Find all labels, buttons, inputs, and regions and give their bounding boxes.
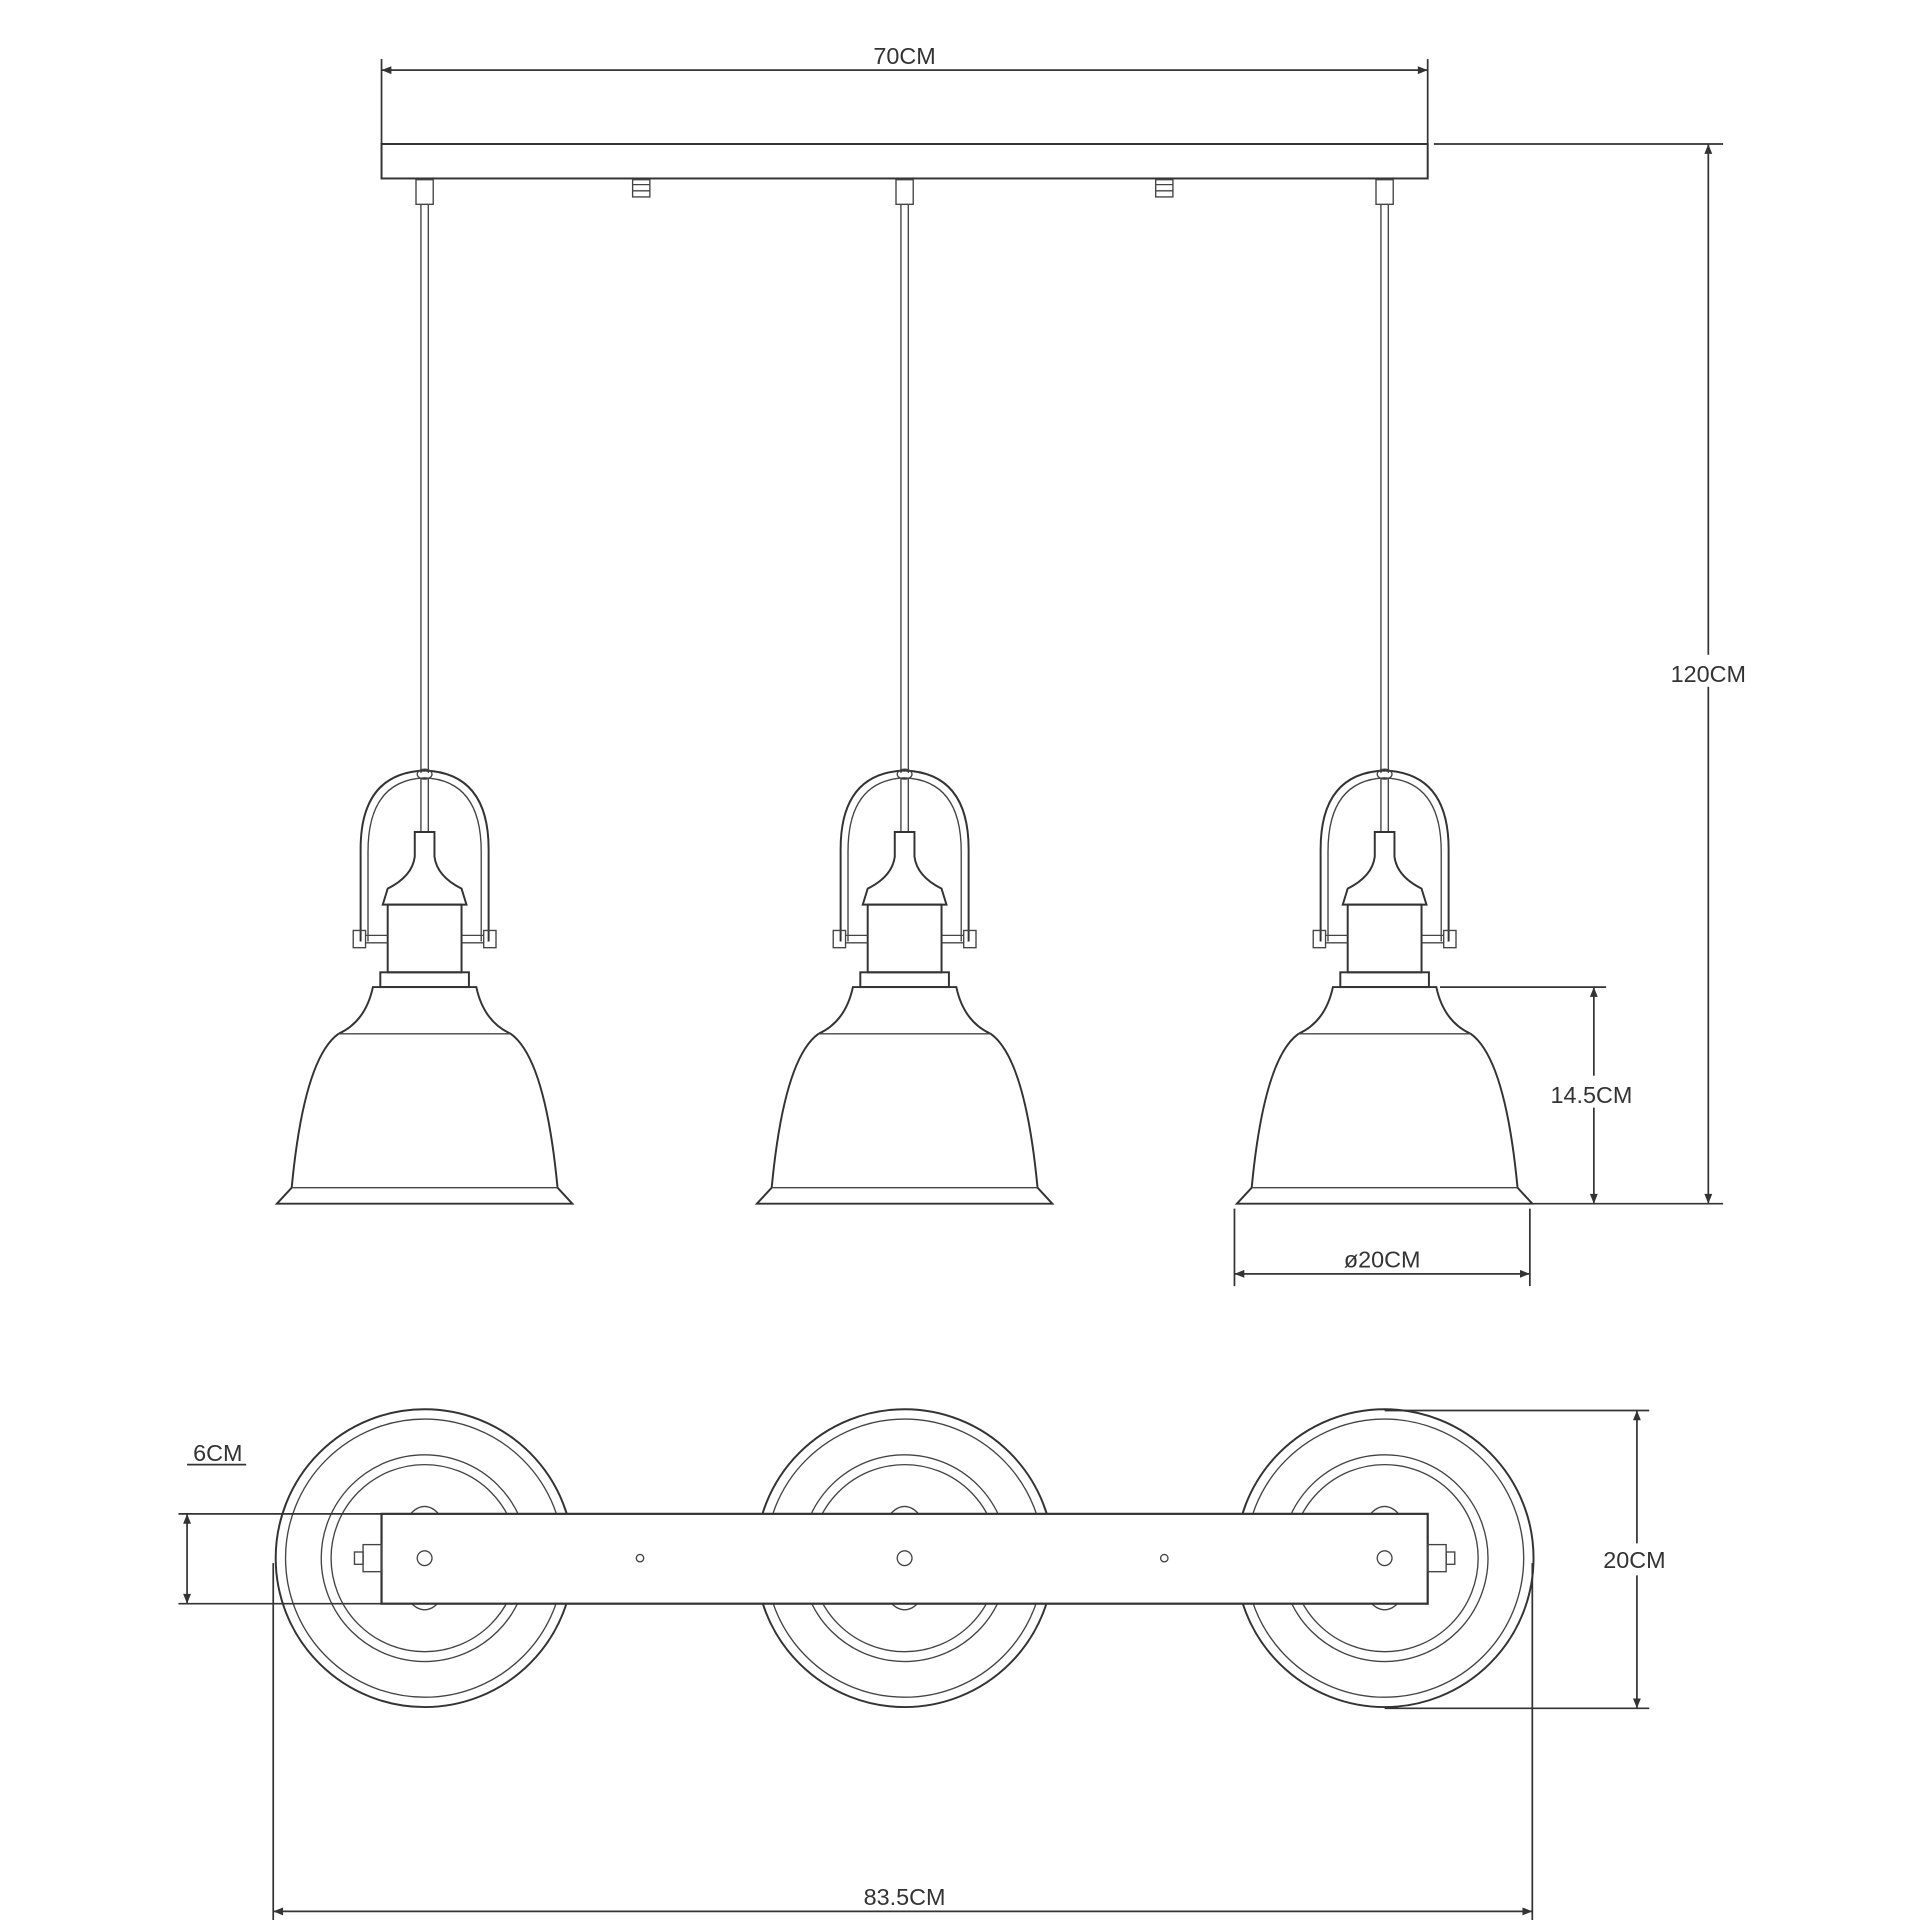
bracket: [359, 769, 490, 942]
lamp-cap: [861, 831, 948, 906]
end-cap-right: [1427, 1543, 1456, 1573]
pendant-lamp: [1234, 179, 1535, 1205]
bracket: [839, 769, 970, 942]
lamp-cap: [1341, 831, 1428, 906]
lamp-shade: [274, 986, 575, 1205]
mount-hole: [896, 1550, 913, 1567]
dimension-label: 83.5CM: [864, 1884, 946, 1910]
dimension-label: 6CM: [193, 1440, 242, 1466]
dimension-shade-height: 14.5CM: [1440, 986, 1650, 1204]
dimension-canopy-width: 6CM: [178, 1440, 382, 1605]
dimension-top-depth: 20CM: [1384, 1409, 1680, 1710]
mount-hole: [416, 1550, 433, 1567]
dimension-label: 70CM: [873, 43, 935, 69]
dimension-label: 20CM: [1603, 1547, 1665, 1573]
cord-grip: [415, 179, 434, 205]
bracket: [1319, 769, 1450, 942]
dimension-total-height: 120CM: [1433, 143, 1767, 1205]
collar: [859, 971, 950, 989]
lamp-cap: [381, 831, 468, 906]
dimension-label: ø20CM: [1344, 1247, 1421, 1273]
collar: [1339, 971, 1430, 989]
screw-hole: [635, 1553, 645, 1563]
lamp-shade: [754, 986, 1055, 1205]
lamp-shade: [1234, 986, 1535, 1205]
end-cap-left: [353, 1543, 383, 1573]
socket: [1346, 903, 1423, 974]
socket: [386, 903, 463, 974]
canopy-bar-front: [380, 143, 1429, 180]
screw-hole: [1159, 1553, 1169, 1563]
pendant-lamp: [274, 179, 575, 1205]
dimension-label: 14.5CM: [1550, 1082, 1632, 1108]
dimension-label: 120CM: [1671, 661, 1746, 687]
mount-hole: [1376, 1550, 1393, 1567]
pendant-lamp: [754, 179, 1055, 1205]
socket: [866, 903, 943, 974]
canopy-bar-top: [380, 1512, 1429, 1605]
cord-grip: [895, 179, 914, 205]
dimension-canopy-length: 70CM: [380, 43, 1429, 144]
canopy-screw: [1155, 179, 1174, 198]
canopy-screw: [631, 179, 651, 198]
dimension-shade-diameter: ø20CM: [1233, 1208, 1531, 1287]
dimension-total-width: 83.5CM: [272, 1563, 1534, 1920]
collar: [379, 971, 470, 989]
cord-grip: [1375, 179, 1394, 205]
